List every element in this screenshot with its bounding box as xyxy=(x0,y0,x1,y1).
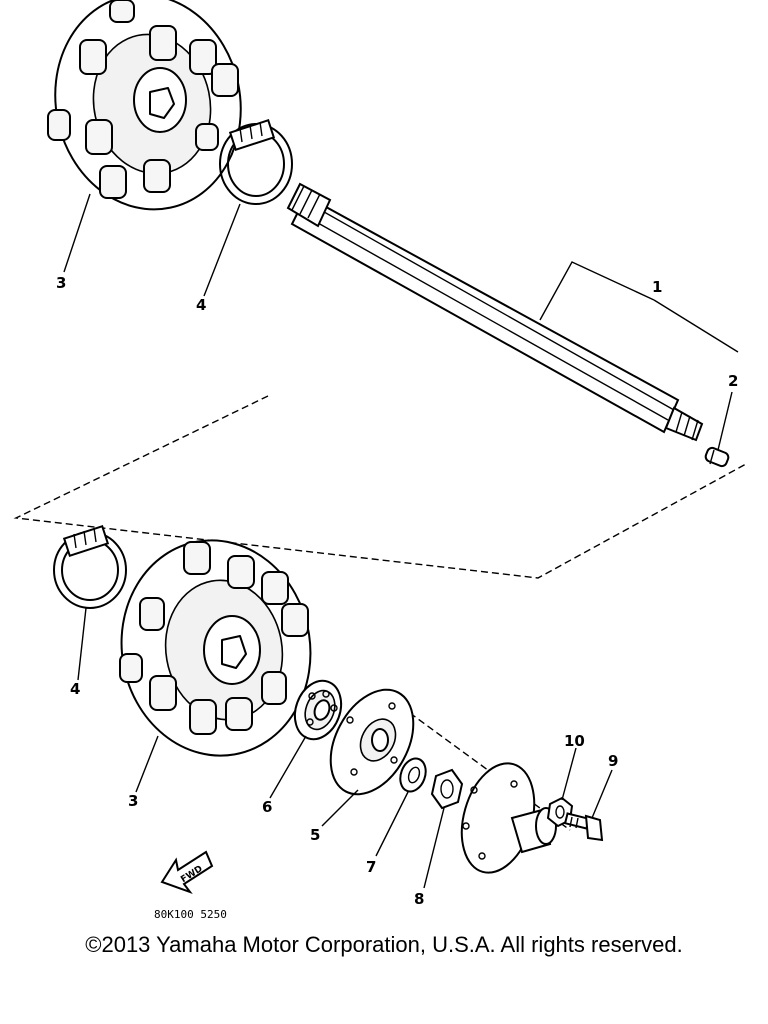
flange-hub xyxy=(460,762,557,874)
callout-part-1: 1 xyxy=(652,278,662,296)
copyright-notice: ©2013 Yamaha Motor Corporation, U.S.A. A… xyxy=(85,932,683,957)
bearing-part-6 xyxy=(293,679,343,741)
callout-part-4-top: 4 xyxy=(196,296,206,314)
leader-lines xyxy=(63,193,613,889)
hose-clamp-top xyxy=(219,119,293,205)
callout-part-9: 9 xyxy=(608,752,618,770)
bolt-part-9 xyxy=(563,812,604,842)
callout-part-6: 6 xyxy=(262,798,272,816)
callout-part-4-bottom: 4 xyxy=(70,680,80,698)
drive-shaft xyxy=(286,182,704,442)
callout-part-3-bottom: 3 xyxy=(128,792,138,810)
bearing-housing-part-5 xyxy=(329,688,415,796)
assembly-guide-line xyxy=(13,395,747,579)
callout-part-3-top: 3 xyxy=(56,274,66,292)
callout-part-7: 7 xyxy=(366,858,376,876)
fwd-arrow-icon: FWD xyxy=(160,850,214,895)
leader-part-1 xyxy=(539,261,655,321)
leader-part-1-b xyxy=(653,299,739,353)
callout-part-10: 10 xyxy=(564,732,585,750)
nut-part-8 xyxy=(430,768,464,810)
callout-part-2: 2 xyxy=(728,372,738,390)
sprocket-bottom xyxy=(119,539,312,757)
diagram-code: 80K100 5250 xyxy=(154,908,227,921)
sprocket-top xyxy=(47,0,242,211)
assembly-guide-bolt xyxy=(391,699,571,831)
pin-part-2 xyxy=(704,446,730,468)
callout-part-5: 5 xyxy=(310,826,320,844)
washer-part-7 xyxy=(399,757,427,793)
hose-clamp-bottom xyxy=(53,525,127,609)
leader-part-2 xyxy=(717,391,733,451)
callout-part-8: 8 xyxy=(414,890,424,908)
